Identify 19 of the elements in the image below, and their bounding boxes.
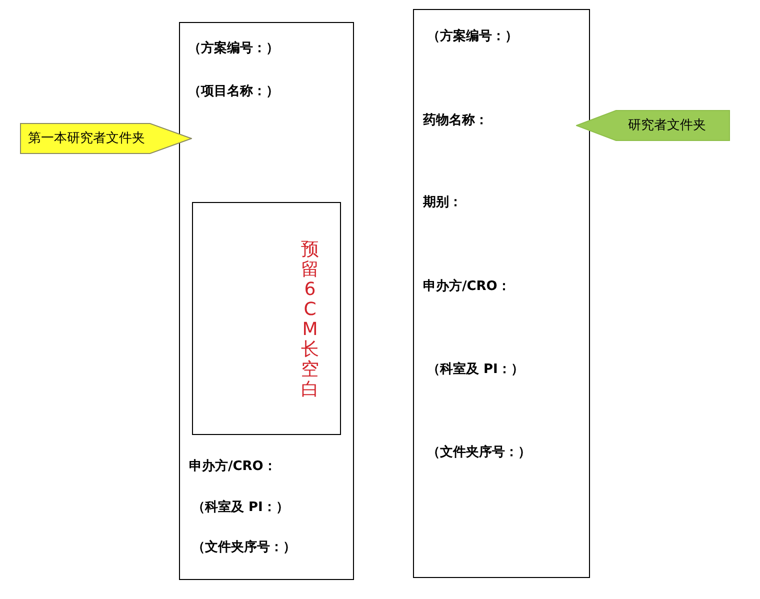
arrow-callout xyxy=(576,110,730,141)
callout-label: 研究者文件夹 xyxy=(628,117,706,134)
blank-space-box xyxy=(192,202,341,435)
field-label: （项目名称：） xyxy=(188,83,279,100)
callout-label: 第一本研究者文件夹 xyxy=(28,130,145,147)
field-label: （科室及 PI：） xyxy=(427,361,524,378)
field-label: 申办方/CRO： xyxy=(189,458,276,475)
field-label: 药物名称： xyxy=(423,112,488,129)
field-label: （文件夹序号：） xyxy=(192,539,296,556)
field-label: （科室及 PI：） xyxy=(192,499,289,516)
field-label: （方案编号：） xyxy=(188,40,279,57)
reserved-space-note: 预留 6CM 长空白 xyxy=(300,240,320,400)
folder-spine-label xyxy=(413,9,590,578)
field-label: 申办方/CRO： xyxy=(423,278,510,295)
folder-spine-label xyxy=(179,22,354,580)
field-label: 期别： xyxy=(423,194,462,211)
field-label: （文件夹序号：） xyxy=(427,444,531,461)
arrow-callout xyxy=(20,123,192,154)
field-label: （方案编号：） xyxy=(427,28,518,45)
